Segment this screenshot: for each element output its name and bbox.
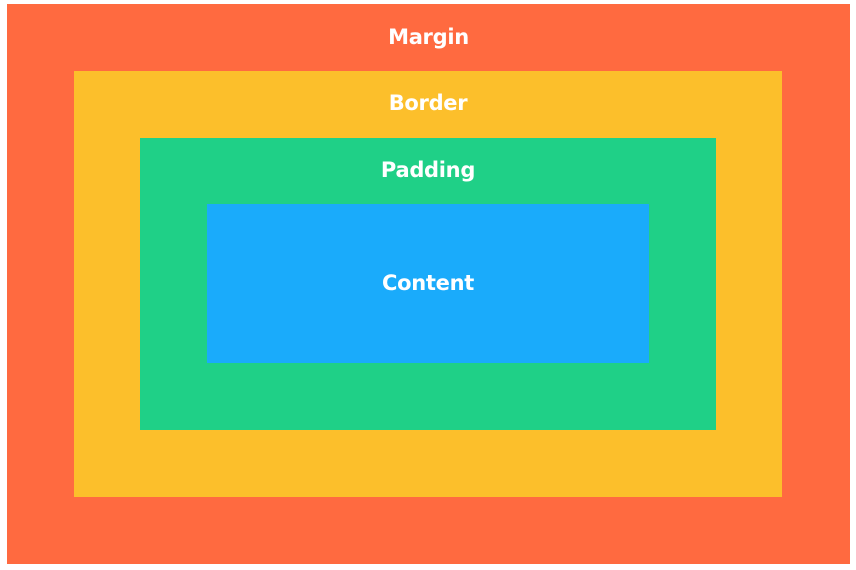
- margin-label: Margin: [388, 25, 469, 49]
- border-label: Border: [388, 91, 468, 115]
- padding-label: Padding: [380, 158, 476, 182]
- content-label: Content: [382, 271, 474, 295]
- content-layer: Content: [207, 204, 649, 363]
